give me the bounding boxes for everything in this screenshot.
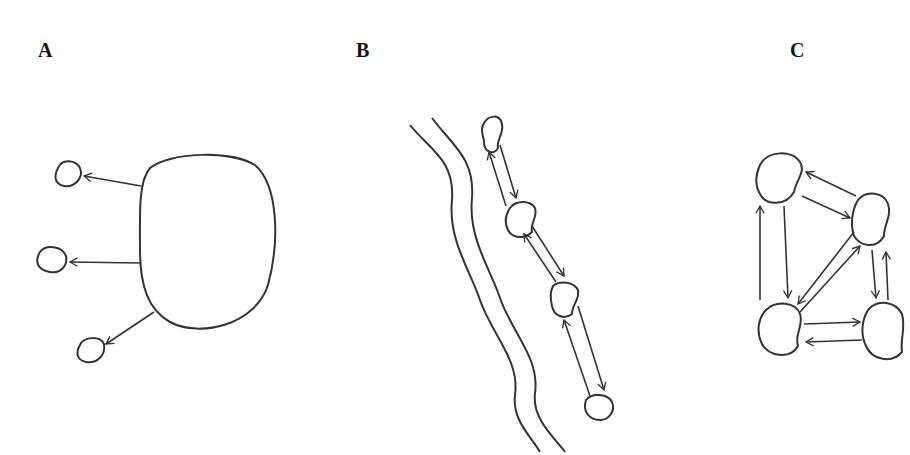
dispersal-arrow bbox=[784, 206, 788, 298]
dispersal-arrow bbox=[759, 206, 761, 300]
dispersal-arrow bbox=[804, 322, 860, 324]
dispersal-arrow bbox=[84, 176, 141, 186]
panel-label: A bbox=[38, 40, 52, 60]
island bbox=[37, 247, 66, 272]
dispersal-arrow bbox=[532, 226, 564, 276]
habitat-patch bbox=[585, 395, 613, 420]
dispersal-arrow bbox=[106, 312, 154, 344]
dispersal-arrow bbox=[886, 252, 888, 300]
dispersal-arrow bbox=[524, 234, 556, 282]
dispersal-arrow bbox=[500, 145, 516, 198]
habitat-patch bbox=[551, 283, 579, 317]
dispersal-arrow bbox=[798, 232, 854, 304]
island bbox=[56, 161, 81, 186]
habitat-patch bbox=[506, 202, 536, 237]
panel-label: C bbox=[790, 40, 804, 60]
dispersal-arrow bbox=[800, 246, 860, 312]
habitat-patch bbox=[482, 117, 502, 153]
dispersal-arrow bbox=[578, 306, 604, 390]
dispersal-arrow bbox=[489, 152, 506, 206]
dispersal-arrow bbox=[70, 262, 140, 263]
dispersal-arrow bbox=[564, 320, 590, 396]
habitat-patch bbox=[852, 194, 889, 245]
habitat-patch bbox=[756, 153, 802, 202]
river-bank bbox=[410, 125, 540, 452]
island bbox=[78, 338, 105, 362]
dispersal-arrow bbox=[802, 196, 850, 218]
panel-label: B bbox=[356, 40, 369, 60]
mainland bbox=[140, 155, 275, 329]
habitat-patch bbox=[759, 304, 801, 355]
river-bank bbox=[432, 118, 565, 452]
dispersal-arrow bbox=[872, 250, 876, 298]
dispersal-arrow bbox=[806, 340, 862, 342]
habitat-patch bbox=[862, 303, 903, 359]
dispersal-arrow bbox=[806, 172, 856, 196]
